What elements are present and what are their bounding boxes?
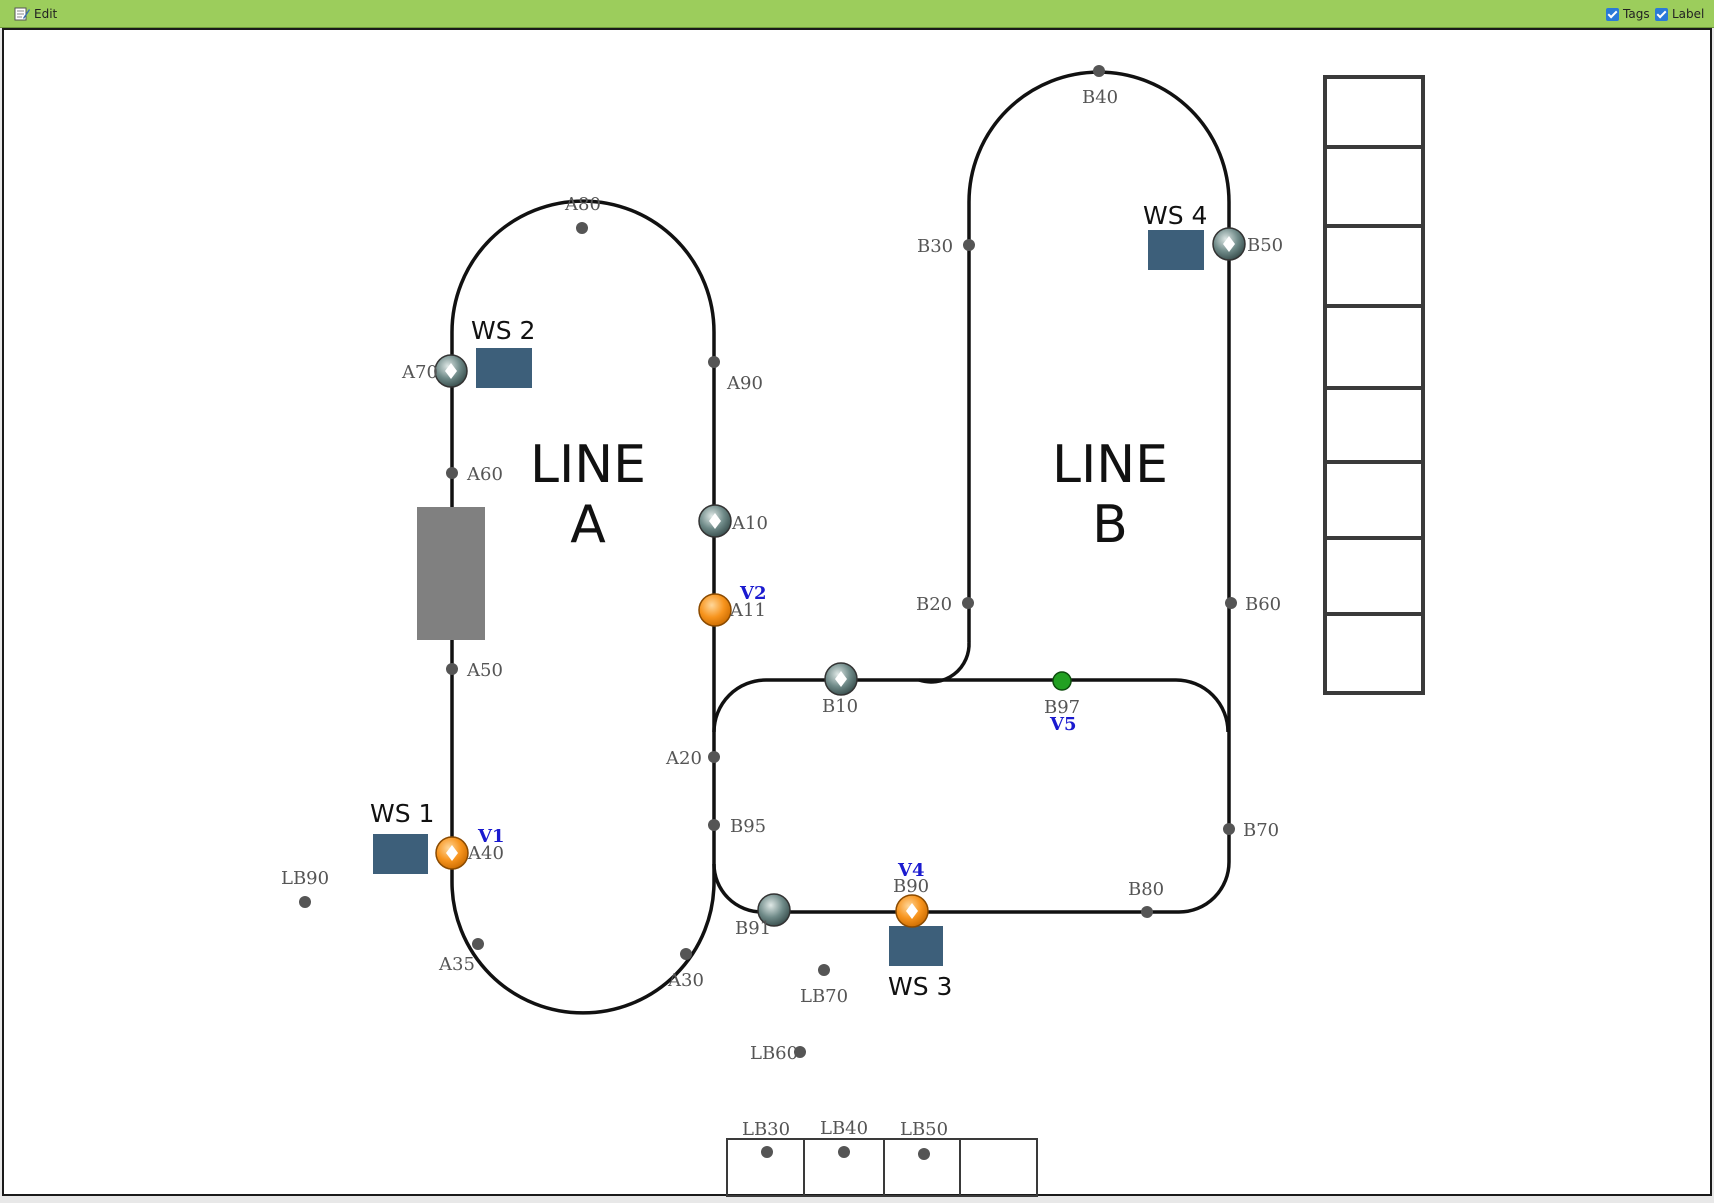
label-checkbox[interactable]	[1655, 7, 1668, 21]
diamond-icon	[906, 903, 918, 919]
label-a60: A60	[466, 464, 503, 485]
point-b40[interactable]	[1093, 65, 1105, 77]
label-a50: A50	[466, 660, 503, 681]
b20-curve-track	[918, 641, 971, 684]
point-a30[interactable]	[680, 948, 692, 960]
line-a-title-2: A	[570, 495, 606, 555]
workstation-ws3[interactable]	[889, 926, 943, 966]
workstation-ws2[interactable]	[476, 348, 532, 388]
station-a10[interactable]	[698, 504, 732, 538]
point-a35[interactable]	[472, 938, 484, 950]
point-a60[interactable]	[446, 467, 458, 479]
label-b91: B91	[735, 918, 771, 939]
top-toolbar: Edit Tags Label	[0, 0, 1714, 28]
label-v2: V2	[739, 583, 767, 604]
tags-label: Tags	[1623, 7, 1650, 21]
storage-rack	[1323, 75, 1425, 695]
label-a90: A90	[726, 373, 763, 394]
line-b-track	[712, 70, 1231, 914]
station-b10[interactable]	[824, 662, 858, 696]
workstation-ws4[interactable]	[1148, 230, 1204, 270]
tags-checkbox[interactable]	[1606, 7, 1619, 21]
point-a80[interactable]	[576, 222, 588, 234]
diamond-icon	[446, 845, 458, 861]
point-lb30[interactable]	[761, 1146, 773, 1158]
label-b10: B10	[822, 696, 858, 717]
ws4-label: WS 4	[1143, 201, 1207, 230]
label-lb50: LB50	[900, 1119, 948, 1140]
label-a80: A80	[564, 194, 601, 215]
label-b60: B60	[1245, 594, 1281, 615]
point-b95[interactable]	[708, 819, 720, 831]
diamond-icon	[1223, 236, 1235, 252]
point-lb40[interactable]	[838, 1146, 850, 1158]
point-lb50[interactable]	[918, 1148, 930, 1160]
label-v1: V1	[477, 826, 505, 847]
label-a70: A70	[401, 362, 438, 383]
point-a90[interactable]	[708, 356, 720, 368]
tags-option[interactable]: Tags	[1606, 6, 1650, 22]
label-label: Label	[1672, 7, 1705, 21]
workstation-ws1[interactable]	[373, 834, 428, 874]
point-lb90[interactable]	[299, 896, 311, 908]
layout-canvas[interactable]: LINE A LINE B WS 2 WS 4 WS 1 WS 3	[2, 28, 1712, 1197]
vehicle-v2[interactable]	[698, 593, 732, 627]
diamond-icon	[445, 363, 457, 379]
label-a40: A40	[467, 843, 504, 864]
edit-label: Edit	[34, 7, 58, 21]
diamond-icon	[835, 671, 847, 687]
ws1-label: WS 1	[370, 799, 434, 828]
label-b90: B90	[893, 876, 929, 897]
point-b20[interactable]	[962, 597, 974, 609]
line-a-title-1: LINE	[530, 435, 646, 495]
label-v4: V4	[897, 860, 925, 881]
point-a20[interactable]	[708, 751, 720, 763]
label-option[interactable]: Label	[1655, 6, 1704, 22]
label-lb60: LB60	[750, 1043, 798, 1064]
label-v5: V5	[1049, 714, 1077, 735]
ws3-label: WS 3	[888, 972, 952, 1001]
station-b91[interactable]	[757, 893, 791, 927]
label-a10: A10	[731, 513, 768, 534]
label-b50: B50	[1247, 235, 1283, 256]
loading-bay	[726, 1138, 1038, 1197]
label-a35: A35	[438, 954, 475, 975]
point-b60[interactable]	[1225, 597, 1237, 609]
ws2-label: WS 2	[471, 316, 535, 345]
vehicle-v1[interactable]	[435, 836, 469, 870]
label-b70: B70	[1243, 820, 1279, 841]
label-b80: B80	[1128, 879, 1164, 900]
vehicle-v4[interactable]	[895, 894, 929, 928]
point-lb60[interactable]	[794, 1046, 806, 1058]
line-b-connector-track	[712, 678, 1230, 733]
point-b80[interactable]	[1141, 906, 1153, 918]
label-lb90: LB90	[281, 868, 329, 889]
point-lb70[interactable]	[818, 964, 830, 976]
edit-icon	[14, 7, 30, 21]
station-a70[interactable]	[434, 354, 468, 388]
line-b-title-2: B	[1092, 495, 1128, 555]
label-b40: B40	[1082, 87, 1118, 108]
label-a30: A30	[667, 970, 704, 991]
label-b30: B30	[917, 236, 953, 257]
edit-button[interactable]: Edit	[14, 5, 57, 23]
label-b20: B20	[916, 594, 952, 615]
label-lb40: LB40	[820, 1118, 868, 1139]
label-b95: B95	[730, 816, 766, 837]
point-a50[interactable]	[446, 663, 458, 675]
point-b70[interactable]	[1223, 823, 1235, 835]
line-b-title-1: LINE	[1052, 435, 1168, 495]
buffer-zone[interactable]	[417, 507, 485, 640]
diamond-icon	[709, 513, 721, 529]
label-a11: A11	[729, 600, 766, 621]
label-lb70: LB70	[800, 986, 848, 1007]
label-lb30: LB30	[742, 1119, 790, 1140]
label-a20: A20	[665, 748, 702, 769]
vehicle-v5[interactable]	[1052, 671, 1072, 691]
label-b97: B97	[1044, 697, 1080, 718]
station-b50[interactable]	[1212, 227, 1246, 261]
point-b30[interactable]	[963, 239, 975, 251]
